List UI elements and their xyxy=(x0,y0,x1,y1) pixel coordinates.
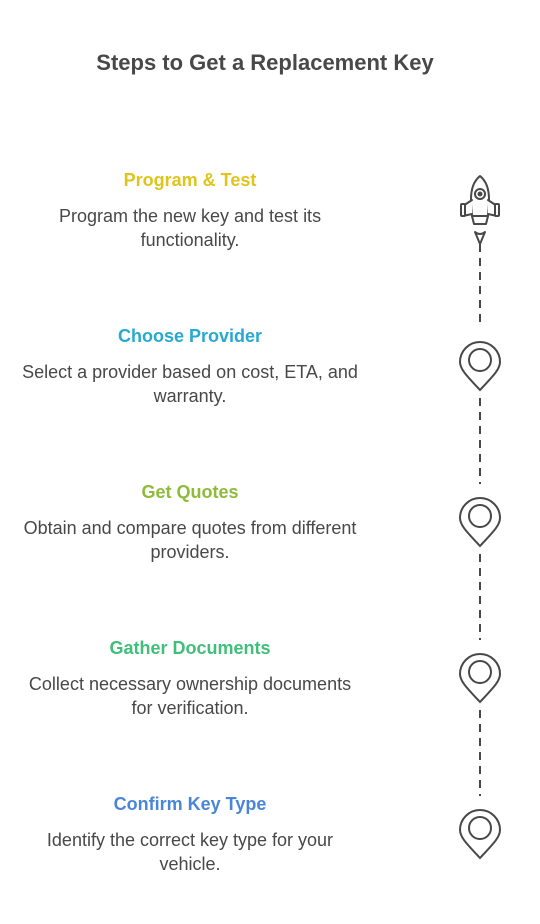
location-pin-icon xyxy=(458,341,502,392)
step-description: Select a provider based on cost, ETA, an… xyxy=(22,362,358,406)
rocket-icon xyxy=(460,175,500,245)
location-pin-icon xyxy=(458,653,502,704)
step-gather-documents: Gather Documents Collect necessary owner… xyxy=(20,636,360,720)
step-title: Gather Documents xyxy=(109,638,271,658)
location-pin-icon xyxy=(458,809,502,860)
step-description: Obtain and compare quotes from different… xyxy=(23,518,357,562)
page-title: Steps to Get a Replacement Key xyxy=(96,50,434,75)
step-title: Program & Test xyxy=(123,170,257,190)
step-choose-provider: Choose Provider Select a provider based … xyxy=(20,324,360,408)
step-program-test: Program & Test Program the new key and t… xyxy=(20,168,360,252)
step-confirm-key-type: Confirm Key Type Identify the correct ke… xyxy=(20,792,360,876)
step-description: Collect necessary ownership documents fo… xyxy=(28,674,352,718)
step-title: Choose Provider xyxy=(117,326,263,346)
step-description: Identify the correct key type for your v… xyxy=(46,830,334,874)
step-title: Get Quotes xyxy=(141,482,239,502)
step-get-quotes: Get Quotes Obtain and compare quotes fro… xyxy=(20,480,360,564)
step-title: Confirm Key Type xyxy=(113,794,267,814)
step-description: Program the new key and test its functio… xyxy=(58,206,322,250)
location-pin-icon xyxy=(458,497,502,548)
